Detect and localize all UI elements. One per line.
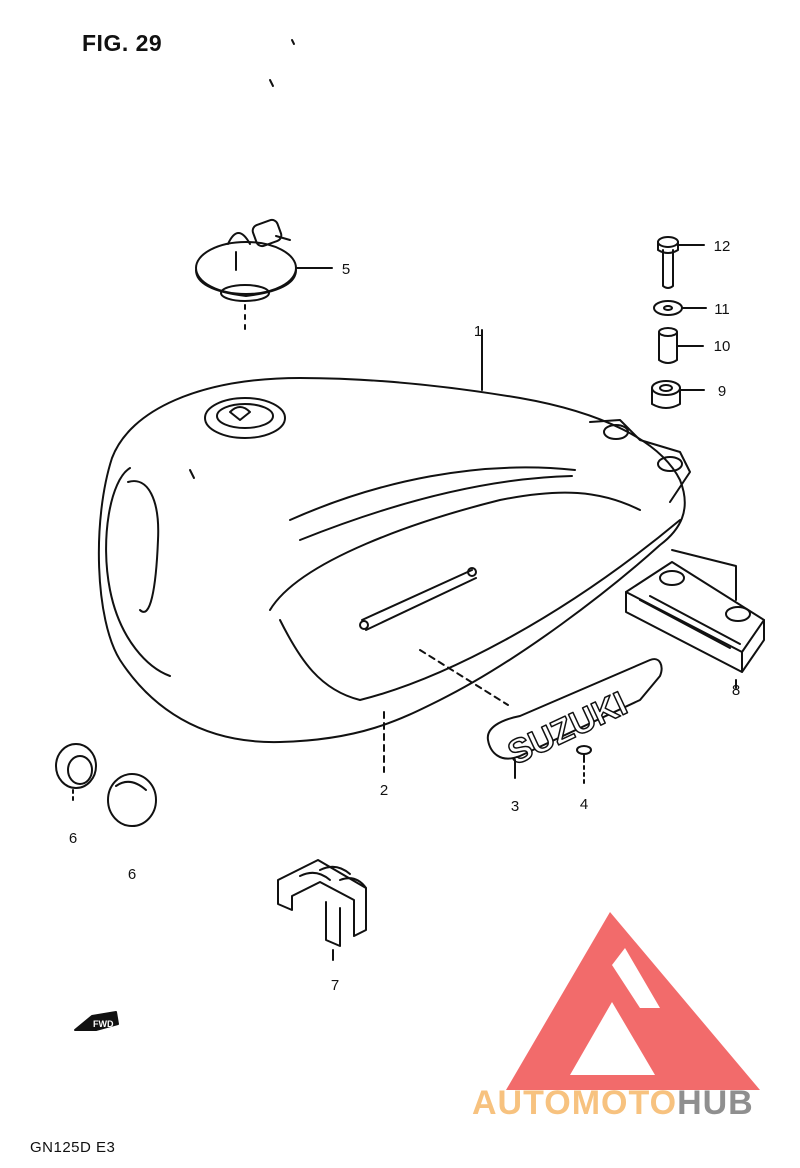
- watermark-part1: AUTOMOTO: [472, 1084, 678, 1122]
- speck-marks: [269, 39, 295, 87]
- callout-1: 1: [474, 323, 482, 340]
- callout-12: 12: [714, 238, 731, 255]
- washer: [653, 300, 707, 316]
- callout-6b: 6: [128, 866, 136, 883]
- callout-3: 3: [511, 798, 519, 815]
- callout-6a: 6: [69, 830, 77, 847]
- emblem-screw: [576, 745, 592, 785]
- leader-3: [419, 649, 509, 706]
- tank-cushion: [625, 561, 765, 689]
- bolt: [657, 236, 705, 289]
- fuel-cap: [195, 218, 333, 336]
- leader-8: [671, 549, 737, 601]
- watermark-text: AUTOMOTOHUB: [472, 1084, 754, 1123]
- callout-11: 11: [714, 301, 730, 318]
- callout-8: 8: [732, 682, 740, 699]
- suzuki-emblem: SUZUKI: [486, 658, 663, 779]
- fwd-arrow-icon: FWD: [74, 1011, 119, 1031]
- watermark-logo: [506, 912, 760, 1090]
- callout-9: 9: [718, 383, 726, 400]
- callout-4: 4: [580, 796, 588, 813]
- callout-numbers: 1 2 3 4 5 6 6 7 8 9 10 11 12: [69, 238, 740, 994]
- collar: [658, 327, 704, 364]
- callout-7: 7: [331, 977, 339, 994]
- callout-2: 2: [380, 782, 388, 799]
- fwd-label: FWD: [93, 1019, 114, 1029]
- model-code: GN125D E3: [30, 1139, 116, 1156]
- callout-10: 10: [714, 338, 731, 355]
- rubber-mount: [277, 859, 367, 961]
- watermark-part2: HUB: [677, 1084, 754, 1122]
- callout-5: 5: [342, 261, 350, 278]
- side-cap-right: [107, 773, 157, 827]
- fuel-tank: [97, 329, 691, 744]
- figure-title: FIG. 29: [82, 30, 163, 56]
- side-cap-left: [55, 743, 97, 801]
- grommet: [651, 380, 705, 409]
- emblem-text: SUZUKI: [502, 685, 633, 773]
